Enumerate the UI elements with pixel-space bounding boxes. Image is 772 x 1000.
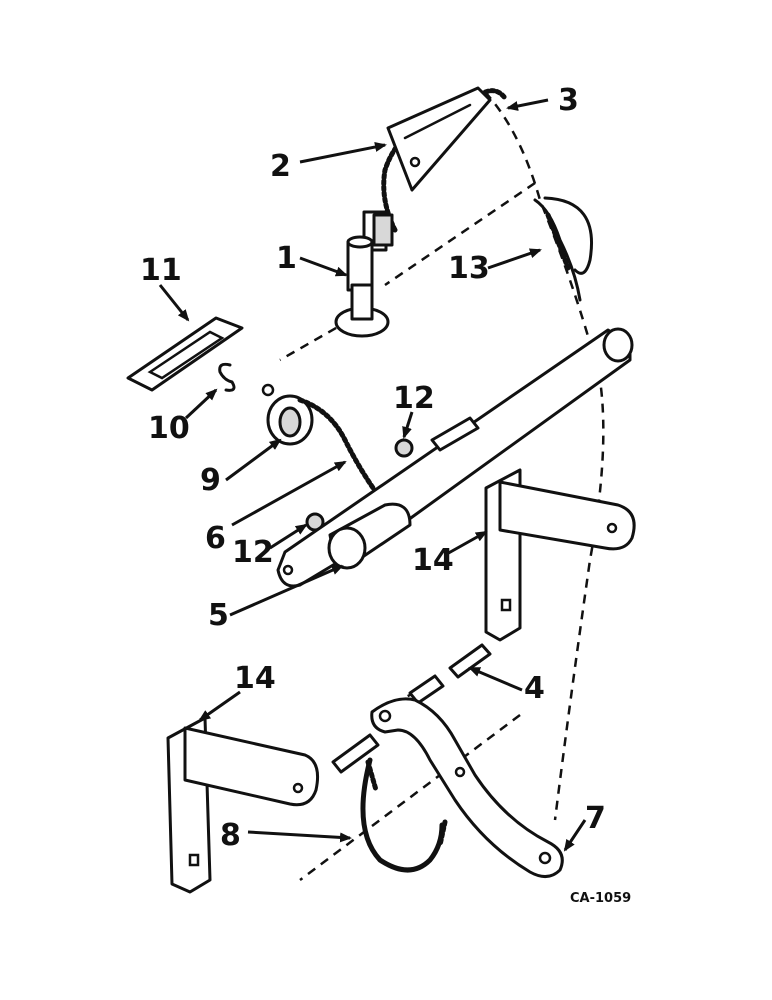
callout-7: 7 xyxy=(585,801,606,836)
angle-bracket-part-14-lower xyxy=(166,716,320,894)
callout-13: 13 xyxy=(448,251,490,286)
callout-6: 6 xyxy=(205,521,226,556)
callout-4: 4 xyxy=(524,671,545,706)
bracket-part-2 xyxy=(386,86,492,192)
callout-1: 1 xyxy=(276,241,297,276)
callout-14-lower: 14 xyxy=(234,661,276,696)
spring-part-13 xyxy=(533,196,593,302)
callout-12-lower: 12 xyxy=(232,535,274,570)
nut-part-12-upper xyxy=(394,438,414,458)
bar-part-7 xyxy=(370,697,564,878)
drawing-code: CA-1059 xyxy=(570,891,631,906)
callout-8: 8 xyxy=(220,818,241,853)
callout-3: 3 xyxy=(558,83,579,118)
callout-14-upper: 14 xyxy=(412,543,454,578)
callout-5: 5 xyxy=(208,598,229,633)
s-hook-part-10 xyxy=(218,362,236,392)
callout-11: 11 xyxy=(140,253,182,288)
callout-12-upper: 12 xyxy=(393,381,435,416)
callout-2: 2 xyxy=(270,149,291,184)
callout-10: 10 xyxy=(148,411,190,446)
leader-arrows xyxy=(158,98,587,852)
pulley-part-9 xyxy=(261,383,381,498)
u-bolt-part-8 xyxy=(360,757,448,873)
post-part-1 xyxy=(334,210,394,338)
tube-part-5 xyxy=(276,327,634,588)
pins-part-4 xyxy=(331,643,492,774)
plate-part-11 xyxy=(126,316,244,392)
callout-9: 9 xyxy=(200,463,221,498)
callout-labels: 2 3 1 13 11 10 9 12 6 12 5 14 4 14 7 8 xyxy=(140,83,606,853)
angle-bracket-part-14-upper xyxy=(484,468,636,642)
